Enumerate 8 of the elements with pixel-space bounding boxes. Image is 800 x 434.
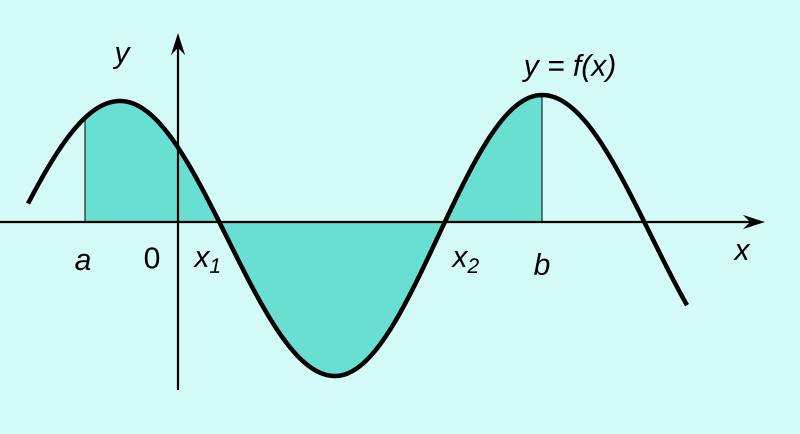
function-label: y = f(x) bbox=[522, 54, 614, 82]
tick-label: b bbox=[534, 252, 550, 276]
tick-label: 0 bbox=[144, 247, 160, 269]
tick-label: x$_{2}$ bbox=[451, 251, 479, 273]
axis-label: x bbox=[733, 244, 750, 260]
tick-label: x$_{1}$ bbox=[193, 251, 220, 273]
axis-label: y bbox=[112, 46, 132, 70]
tick-label: a bbox=[75, 254, 90, 270]
